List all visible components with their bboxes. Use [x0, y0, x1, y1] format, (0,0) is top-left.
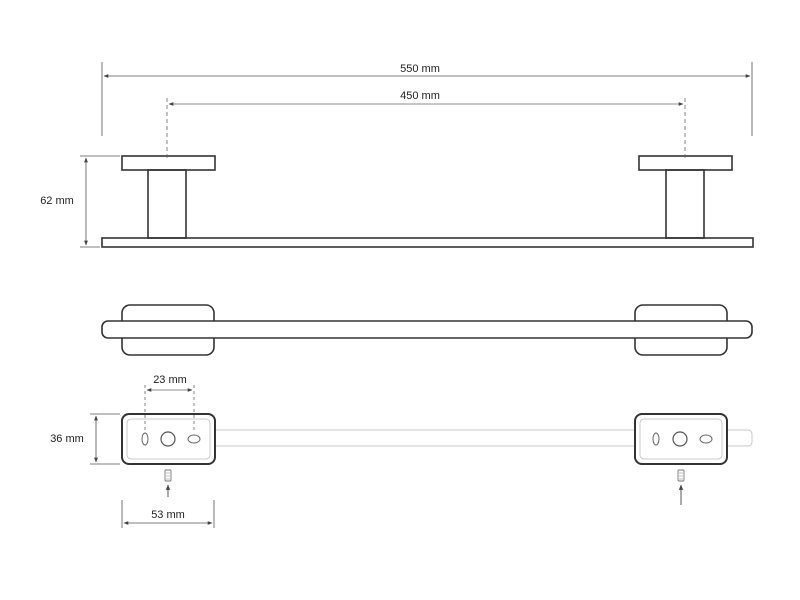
right-plate-center-hole: [672, 431, 688, 447]
right-plate-oval-hole: [699, 434, 713, 444]
dimension-height: [80, 155, 120, 248]
back-view: [121, 413, 753, 505]
dimension-slot-offset: [144, 385, 195, 432]
overall-length-label: 550 mm: [400, 63, 440, 75]
left-plate-slot-hole: [141, 432, 149, 446]
right-plate-slot-hole: [652, 432, 660, 446]
front-view-right-post: [665, 169, 705, 239]
height-label: 62 mm: [40, 195, 74, 207]
right-set-screw: [677, 469, 685, 505]
dimension-hole-spacing: [166, 98, 686, 160]
front-view-left-cap: [121, 155, 216, 171]
front-view-bar: [101, 237, 754, 248]
plate-height-label: 36 mm: [50, 433, 84, 445]
hole-spacing-label: 450 mm: [400, 90, 440, 102]
left-set-screw: [164, 469, 172, 497]
back-view-right-plate: [634, 413, 728, 465]
front-view: [101, 155, 754, 248]
top-view: [101, 304, 753, 356]
slot-offset-label: 23 mm: [153, 374, 187, 386]
front-view-left-post: [147, 169, 187, 239]
dimension-overall-length: [101, 62, 753, 136]
front-view-right-cap: [638, 155, 733, 171]
plate-width-label: 53 mm: [151, 509, 185, 521]
left-plate-center-hole: [160, 431, 176, 447]
dimension-plate-width: [121, 500, 215, 528]
top-view-bar: [101, 320, 753, 339]
left-plate-oval-hole: [187, 434, 201, 444]
dimension-plate-height: [90, 413, 120, 465]
back-view-left-plate: [121, 413, 216, 465]
